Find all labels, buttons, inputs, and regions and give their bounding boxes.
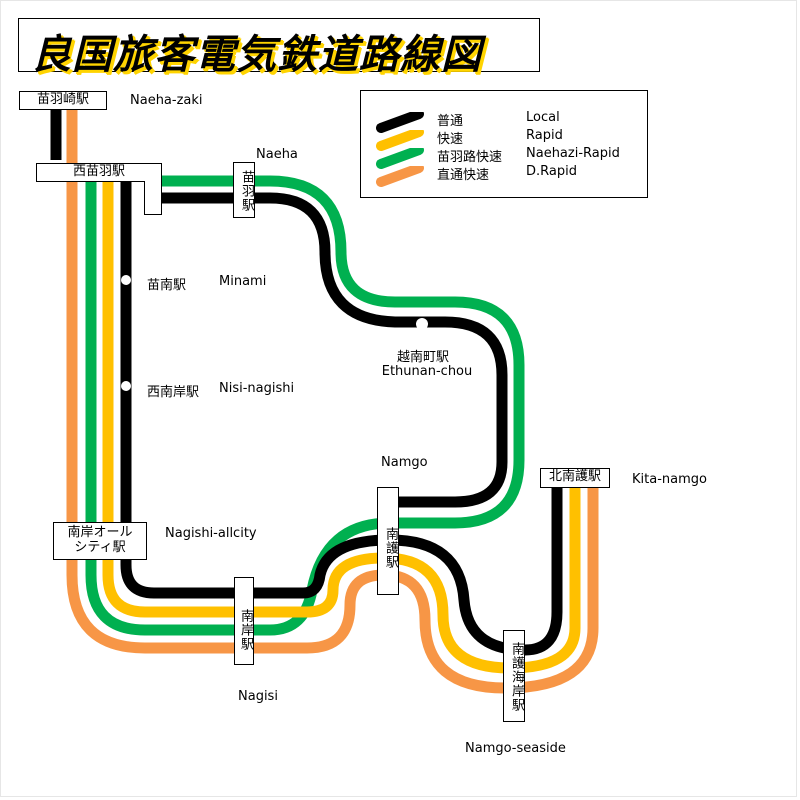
legend-ja: 苗羽路快速 xyxy=(437,150,503,165)
station-label-nagisi-en: Nagisi xyxy=(238,689,278,704)
stop-nisinagishi xyxy=(121,381,131,391)
station-nagishi-allcity: 南岸オール シティ駅 xyxy=(53,522,147,560)
title-box: 良国旅客電気鉄道路線図 xyxy=(18,18,540,78)
station-label-kitanamgo-en: Kita-namgo xyxy=(632,472,707,487)
station-label-nisinagishi-en: Nisi-nagishi xyxy=(219,381,295,396)
legend-ja: 快速 xyxy=(437,132,464,147)
station-nagisi: 南岸駅 xyxy=(234,577,254,665)
legend-ja: 直通快速 xyxy=(437,168,490,183)
map-title: 良国旅客電気鉄道路線図 xyxy=(31,32,482,78)
station-name: 北南護駅 xyxy=(548,469,601,484)
legend-swatch-naehazi-rapid xyxy=(376,148,424,169)
station-label-naeha-en: Naeha xyxy=(256,147,298,162)
legend: 普通 Local 快速 Rapid 苗羽路快速 Naehazi-Rapid 直通… xyxy=(360,90,648,198)
legend-row-rapid: 快速 Rapid xyxy=(361,128,647,151)
station-name-line2: シティ駅 xyxy=(74,540,126,555)
line-local-branch xyxy=(160,192,508,508)
station-namgo-seaside: 南護海岸駅 xyxy=(503,630,525,722)
station-naehazaki: 苗羽崎駅 xyxy=(19,91,107,110)
station-name: 西苗羽駅 xyxy=(72,164,125,179)
station-label-namgo-seaside-en: Namgo-seaside xyxy=(465,741,566,756)
legend-row-local: 普通 Local xyxy=(361,110,647,133)
station-namgo: 南護駅 xyxy=(377,487,399,595)
legend-ja: 普通 xyxy=(437,114,464,129)
station-nishinaeha: 西苗羽駅 xyxy=(36,163,162,182)
station-label-nagishi-allcity-en: Nagishi-allcity xyxy=(165,526,257,541)
legend-en: Naehazi-Rapid xyxy=(526,146,620,161)
station-kitanamgo: 北南護駅 xyxy=(540,468,610,488)
station-label-namgo-en: Namgo xyxy=(381,455,428,470)
station-name: 苗羽崎駅 xyxy=(36,92,89,107)
station-name: 南岸駅 xyxy=(238,609,253,651)
station-label-naehazaki-en: Naeha-zaki xyxy=(130,93,203,108)
legend-swatch-local xyxy=(376,112,424,133)
station-naeha: 苗羽駅 xyxy=(233,162,255,218)
legend-en: D.Rapid xyxy=(526,164,577,179)
station-label-minami-en: Minami xyxy=(219,274,267,289)
station-name-line1: 南岸オール xyxy=(67,525,133,540)
station-name: 苗羽駅 xyxy=(239,170,254,212)
legend-swatch-d-rapid xyxy=(376,166,424,187)
station-label-ethunan-en: Ethunan-chou xyxy=(381,364,473,379)
legend-row-d-rapid: 直通快速 D.Rapid xyxy=(361,164,647,187)
station-label-minami-ja: 苗南駅 xyxy=(147,278,187,293)
station-name: 南護海岸駅 xyxy=(509,642,524,712)
legend-en: Local xyxy=(526,110,560,125)
stop-ethunan xyxy=(416,318,428,330)
station-name: 南護駅 xyxy=(383,527,398,569)
legend-en: Rapid xyxy=(526,128,563,143)
line-naehazi-rapid xyxy=(85,175,525,636)
station-label-ethunan-ja: 越南町駅 xyxy=(396,350,450,365)
stop-minami xyxy=(121,275,131,285)
legend-row-naehazi-rapid: 苗羽路快速 Naehazi-Rapid xyxy=(361,146,647,169)
legend-swatch-rapid xyxy=(376,130,424,151)
station-label-nisinagishi-ja: 西南岸駅 xyxy=(147,385,200,400)
station-nishinaeha-platform xyxy=(144,181,162,215)
